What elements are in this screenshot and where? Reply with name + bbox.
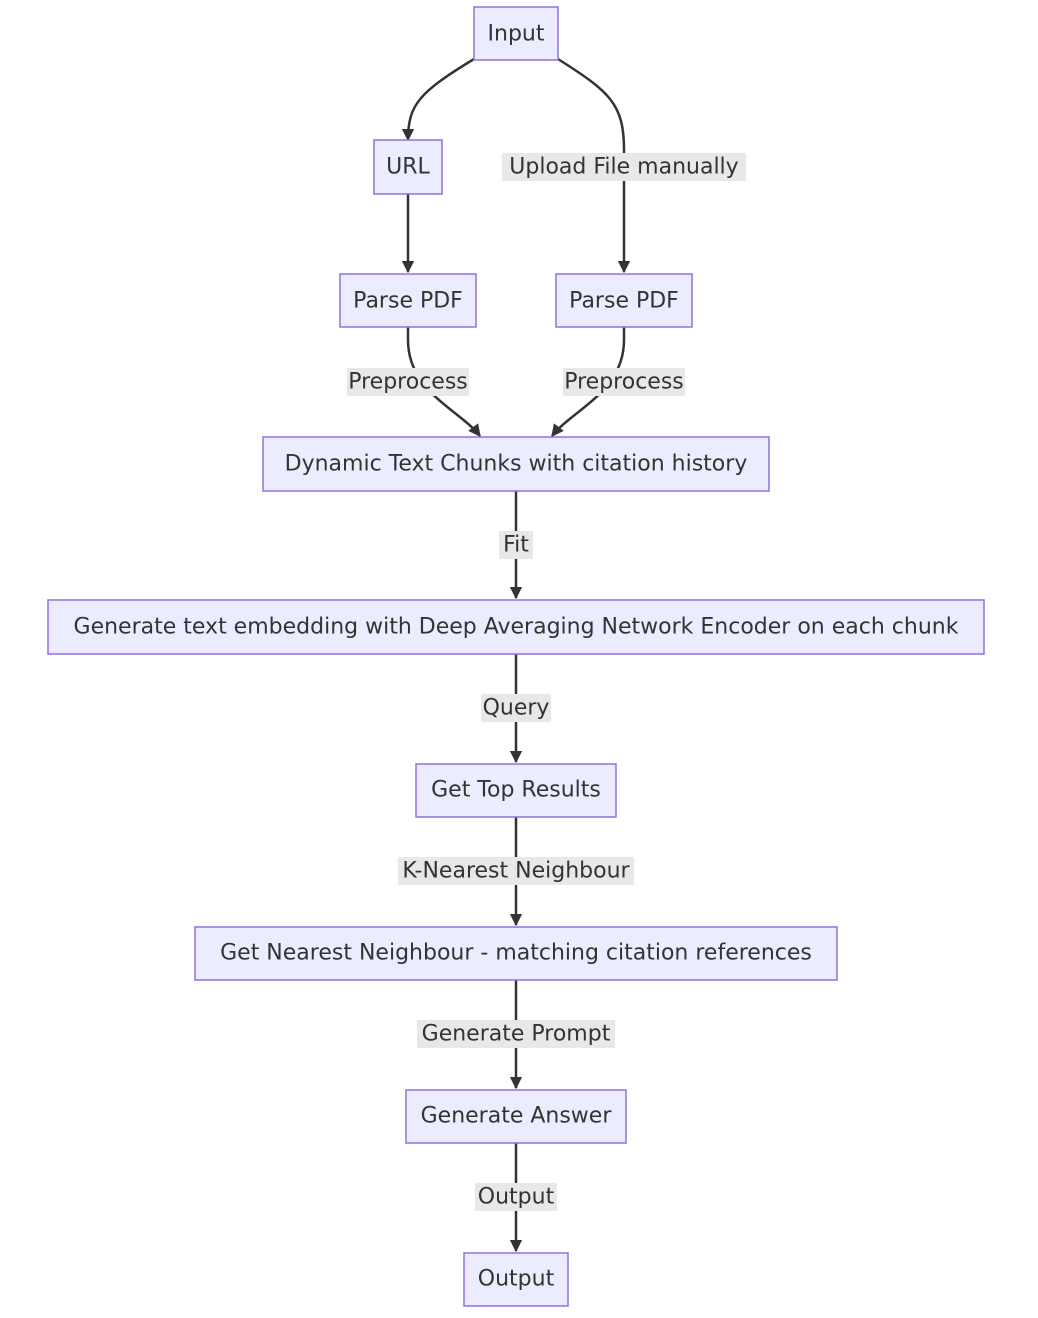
node-get-top-results-label: Get Top Results <box>431 778 601 803</box>
edge-label-upload: Upload File manually <box>502 153 746 181</box>
edge-label-generate-prompt-text: Generate Prompt <box>422 1022 611 1047</box>
edge-label-output: Output <box>475 1183 557 1211</box>
node-input-label: Input <box>488 22 545 47</box>
node-input: Input <box>473 6 559 61</box>
edge-label-query: Query <box>481 694 551 722</box>
node-parse-pdf-right-label: Parse PDF <box>569 289 679 314</box>
edge-label-fit: Fit <box>499 531 533 559</box>
node-parse-pdf-right: Parse PDF <box>555 273 693 328</box>
node-output: Output <box>463 1252 569 1307</box>
node-parse-pdf-left-label: Parse PDF <box>353 289 463 314</box>
edge-label-fit-text: Fit <box>503 533 529 558</box>
edge-label-upload-text: Upload File manually <box>509 155 738 180</box>
edge-label-preprocess-right-text: Preprocess <box>564 370 684 395</box>
edge-label-preprocess-left-text: Preprocess <box>348 370 468 395</box>
edge-label-preprocess-left: Preprocess <box>347 368 469 396</box>
node-url-label: URL <box>386 155 430 180</box>
edge-input-to-url <box>401 57 475 142</box>
edge-input-to-parse-pdf-right <box>557 57 631 274</box>
node-output-label: Output <box>478 1267 555 1292</box>
edge-labels: Upload File manually Preprocess Preproce… <box>347 153 746 1211</box>
edge-label-query-text: Query <box>483 696 550 721</box>
node-url: URL <box>373 139 443 195</box>
node-generate-answer: Generate Answer <box>405 1089 627 1144</box>
edge-label-preprocess-right: Preprocess <box>563 368 685 396</box>
node-generate-answer-label: Generate Answer <box>421 1104 613 1129</box>
edge-label-knn-text: K-Nearest Neighbour <box>402 859 630 884</box>
node-dynamic-text-chunks-label: Dynamic Text Chunks with citation histor… <box>285 452 748 477</box>
node-generate-embedding-label: Generate text embedding with Deep Averag… <box>74 615 959 640</box>
edge-label-knn: K-Nearest Neighbour <box>398 857 634 885</box>
edge-label-output-text: Output <box>478 1185 555 1210</box>
nodes: Input URL Parse PDF Parse PDF Dynamic Te… <box>47 6 985 1307</box>
node-get-nearest-neighbour: Get Nearest Neighbour - matching citatio… <box>194 926 838 981</box>
node-parse-pdf-left: Parse PDF <box>339 273 477 328</box>
node-get-nearest-neighbour-label: Get Nearest Neighbour - matching citatio… <box>220 941 812 966</box>
edge-label-generate-prompt: Generate Prompt <box>417 1020 615 1048</box>
node-generate-embedding: Generate text embedding with Deep Averag… <box>47 599 985 655</box>
node-get-top-results: Get Top Results <box>415 763 617 818</box>
node-dynamic-text-chunks: Dynamic Text Chunks with citation histor… <box>262 436 770 492</box>
edges <box>401 57 631 1253</box>
